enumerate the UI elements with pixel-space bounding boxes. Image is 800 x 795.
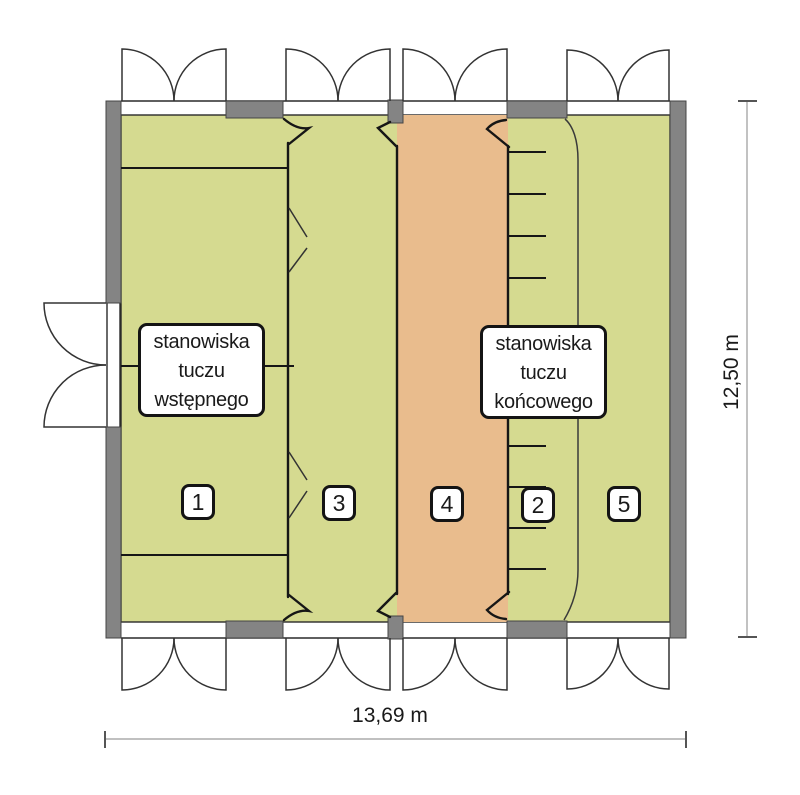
door-leaf: [173, 48, 227, 102]
room-number-badge-2: 2: [521, 487, 555, 523]
door-leaf: [402, 48, 456, 102]
door-leaf: [121, 637, 175, 691]
room-number-badge-3: 3: [322, 485, 356, 521]
wall-top-pillar: [387, 99, 404, 124]
dimension-height-text: 12,50 m: [720, 334, 743, 410]
door-leaf: [43, 302, 107, 366]
wall-left-lower: [105, 426, 122, 639]
label-initial-fattening-stalls: stanowiska tuczu wstępnego: [138, 323, 265, 417]
room-number-badge-1: 1: [181, 484, 215, 520]
door-leaf: [454, 637, 508, 691]
door-leaf: [121, 48, 175, 102]
wall-left-upper: [105, 100, 122, 304]
door-leaf: [566, 49, 619, 102]
wall-bottom-seg-1: [225, 620, 284, 639]
gate-throat: [375, 591, 398, 619]
gate-throat: [375, 120, 398, 148]
door-leaf: [43, 364, 107, 428]
door-leaf: [617, 49, 670, 102]
walls: [105, 99, 687, 640]
room-number-badge-5: 5: [607, 486, 641, 522]
door-leaf: [617, 637, 670, 690]
feeding-stall-rungs: [508, 151, 546, 570]
door-leaf: [454, 48, 508, 102]
label-final-fattening-stalls: stanowiska tuczu końcowego: [480, 325, 607, 419]
door-leaf: [285, 48, 339, 102]
wall-bottom-pillar: [387, 615, 404, 640]
wall-top-seg-1: [225, 100, 284, 119]
dimension-lines: [104, 100, 757, 748]
gate-throat: [282, 593, 314, 622]
door-leaf: [337, 48, 391, 102]
room-number-badge-4: 4: [430, 486, 464, 522]
doors: [43, 48, 670, 691]
door-leaf: [285, 637, 339, 691]
wall-bottom-seg-2: [506, 620, 568, 639]
open-gate-marks: [288, 207, 308, 519]
door-leaf: [173, 637, 227, 691]
gate-throat: [282, 117, 314, 146]
dimension-width-text: 13,69 m: [352, 704, 428, 727]
door-leaf: [402, 637, 456, 691]
door-leaf: [566, 637, 619, 690]
wall-top-seg-2: [506, 100, 568, 119]
gate-throat: [485, 590, 511, 621]
wall-right: [669, 100, 687, 639]
gate-throat: [485, 118, 511, 149]
door-leaf: [337, 637, 391, 691]
